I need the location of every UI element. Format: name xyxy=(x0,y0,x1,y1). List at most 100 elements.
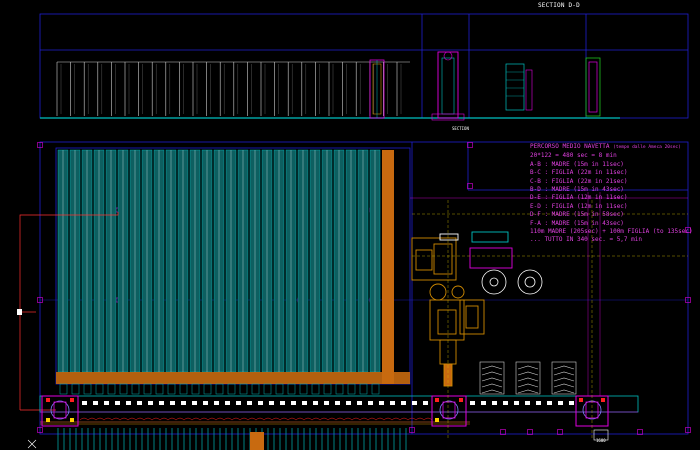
rack-base-cell xyxy=(71,383,80,395)
elevation-racks xyxy=(56,61,410,116)
rack-base-cell xyxy=(83,383,92,395)
notes-line: B-D : MADRE (15m in 43sec) xyxy=(530,186,624,194)
elevation-lift-4 xyxy=(585,57,601,117)
conveyor-roller xyxy=(335,401,340,405)
conveyor-roller xyxy=(412,401,417,405)
rack-base-cell xyxy=(371,383,380,395)
rack-base-cell xyxy=(107,383,116,395)
conveyor-roller xyxy=(514,401,519,405)
rack-base-cell xyxy=(143,383,152,395)
notes-line: D-E : FIGLIA (12m in 11sec) xyxy=(530,194,628,202)
chevron-rack xyxy=(515,361,541,395)
conveyor-roller xyxy=(236,401,241,405)
conveyor-roller xyxy=(525,401,530,405)
conveyor-roller xyxy=(481,401,486,405)
conveyor-roller xyxy=(401,401,406,405)
rack-base-cell xyxy=(179,383,188,395)
grid-marker xyxy=(37,297,43,303)
conveyor-roller xyxy=(423,401,428,405)
rack-base-cell xyxy=(131,383,140,395)
conveyor-roller xyxy=(346,401,351,405)
rack-base-cell xyxy=(323,383,332,395)
grid-marker xyxy=(500,429,506,435)
rack-service-column xyxy=(382,150,394,384)
chevron-rack xyxy=(479,361,505,395)
notes-line: F-A : MADRE (15m in 43sec) xyxy=(530,219,624,227)
rack-base-cell xyxy=(215,383,224,395)
rack-base-cell xyxy=(95,383,104,395)
conveyor-roller xyxy=(247,401,252,405)
conveyor-roller xyxy=(503,401,508,405)
notes-line: B-C : FIGLIA (22m in 11sec) xyxy=(530,169,628,177)
conveyor-roller xyxy=(137,401,142,405)
notes-line: ... TUTTO IN 340 sec. = 5,7 min xyxy=(530,236,642,244)
chevron-rack xyxy=(551,361,577,395)
chevron-mark xyxy=(553,389,575,394)
elevation-lift-2 xyxy=(431,51,465,121)
conveyor-roller xyxy=(291,401,296,405)
section-tag: SECTION xyxy=(452,126,469,131)
guide-lines xyxy=(412,200,688,440)
grid-marker xyxy=(467,142,473,148)
section-title: SECTION D-D xyxy=(538,2,580,9)
chevron-mark xyxy=(517,377,539,382)
conveyor-roller xyxy=(148,401,153,405)
rack-base-cell xyxy=(335,383,344,395)
conveyor-roller xyxy=(225,401,230,405)
dimension-tag: 1600 xyxy=(596,438,606,443)
conveyor-roller xyxy=(269,401,274,405)
conveyor-roller xyxy=(357,401,362,405)
conveyor-roller xyxy=(115,401,120,405)
grid-marker xyxy=(527,429,533,435)
notes-line: C-B : FIGLIA (22m in 21sec) xyxy=(530,177,628,185)
chevron-mark xyxy=(517,365,539,370)
conveyor-roller xyxy=(126,401,131,405)
rack-base-cell xyxy=(167,383,176,395)
chevron-mark xyxy=(517,383,539,388)
conveyor-roller xyxy=(192,401,197,405)
conveyor-roller xyxy=(368,401,373,405)
chevron-mark xyxy=(481,377,503,382)
chevron-mark xyxy=(481,383,503,388)
notes-line: D-F : MADRE (15m in 58sec) xyxy=(530,211,624,219)
chevron-mark xyxy=(481,389,503,394)
grid-marker xyxy=(685,227,691,233)
conveyor-roller xyxy=(470,401,475,405)
conveyor-roller xyxy=(170,401,175,405)
rack-base-cell xyxy=(287,383,296,395)
conveyor-roller xyxy=(258,401,263,405)
rack-base-cell xyxy=(299,383,308,395)
rack-base-cell xyxy=(59,383,68,395)
rack-base-cell xyxy=(311,383,320,395)
rack-base-cell xyxy=(119,383,128,395)
rack-base-cell xyxy=(251,383,260,395)
conveyor-roller xyxy=(280,401,285,405)
conveyor-roller xyxy=(492,401,497,405)
grid-marker xyxy=(409,427,415,433)
rack-base-cell xyxy=(347,383,356,395)
rack-base-cells xyxy=(59,383,380,395)
rack-base-cell xyxy=(155,383,164,395)
conveyor-roller xyxy=(159,401,164,405)
rack-base-cell xyxy=(359,383,368,395)
notes-line: A-B : MADRE (15m in 11sec) xyxy=(530,160,624,168)
rack-lanes xyxy=(57,149,381,373)
rack-base-cell xyxy=(275,383,284,395)
rack-base-cell xyxy=(203,383,212,395)
conveyor-roller xyxy=(324,401,329,405)
rack-base-band xyxy=(56,372,410,384)
travel-notes: PERCORSO MEDIO NAVETTA (tempo dalle Amec… xyxy=(530,143,693,245)
conveyor-roller xyxy=(558,401,563,405)
conveyor-roller xyxy=(536,401,541,405)
rack-base-cell xyxy=(263,383,272,395)
grid-marker xyxy=(467,183,473,189)
conveyor-roller xyxy=(569,401,574,405)
rack-base-cell xyxy=(191,383,200,395)
conveyor-roller xyxy=(203,401,208,405)
conveyor-roller xyxy=(214,401,219,405)
chevron-mark xyxy=(481,365,503,370)
chevron-mark xyxy=(517,371,539,376)
chevron-mark xyxy=(553,383,575,388)
transfer-conveyor xyxy=(39,395,639,425)
